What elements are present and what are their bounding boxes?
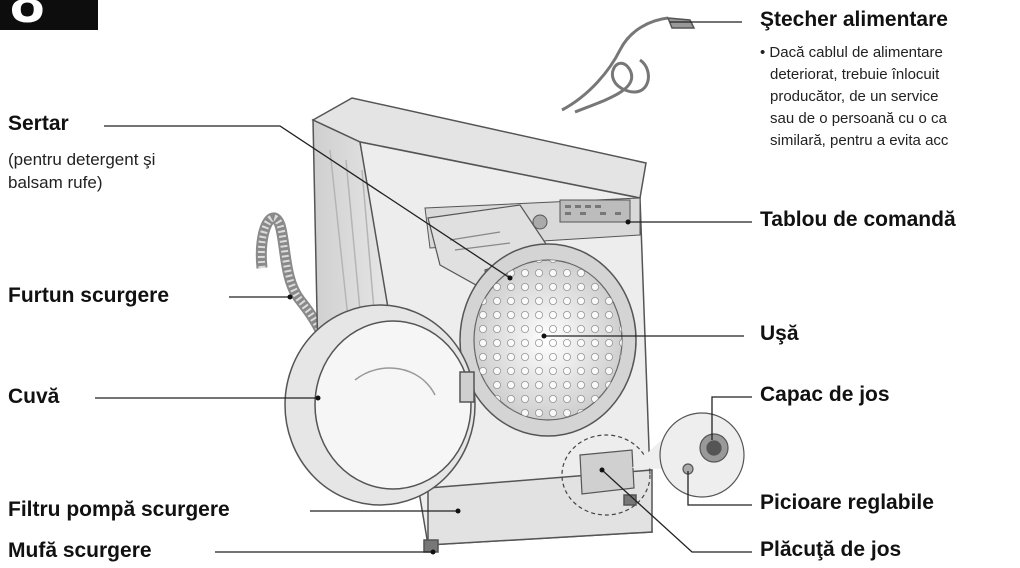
label-furtun-scurgere: Furtun scurgere	[8, 284, 170, 307]
drain-hose	[255, 212, 328, 338]
stecher-note-1: • Dacă cablul de alimentare	[760, 44, 943, 61]
leader-lines	[95, 21, 752, 553]
label-filtru-pompa: Filtru pompă scurgere	[8, 498, 230, 521]
leader-capac	[711, 396, 752, 440]
inset-detail	[632, 412, 745, 498]
label-placuta-de-jos: Plăcuţă de jos	[760, 538, 902, 561]
label-cuva: Cuvă	[8, 385, 60, 408]
lower-cover	[561, 434, 651, 516]
drum	[459, 243, 637, 437]
leader-placuta	[601, 469, 752, 553]
label-sertar-note-2: balsam rufe)	[8, 173, 103, 192]
label-mufa-scurgere: Mufă scurgere	[8, 539, 152, 562]
leader-picioare	[687, 471, 752, 506]
label-sertar: Sertar	[8, 112, 69, 135]
open-door	[284, 304, 476, 506]
label-usa: Uşă	[760, 322, 799, 345]
label-sertar-note-1: (pentru detergent şi	[8, 150, 156, 169]
power-cord	[561, 16, 696, 114]
stecher-note-3: producător, de un service	[770, 88, 939, 105]
stecher-note-5: similară, pentru a evita acc	[770, 132, 949, 149]
stecher-note-2: deteriorat, trebuie înlocuit	[770, 66, 940, 83]
label-stecher: Ştecher alimentare	[760, 8, 948, 31]
label-picioare-reglabile: Picioare reglabile	[760, 491, 934, 514]
leader-sertar	[104, 125, 511, 279]
section-number: 8	[10, 0, 44, 30]
stecher-note-4: sau de o persoană cu o ca	[770, 110, 947, 127]
label-tablou-comanda: Tablou de comandă	[760, 208, 956, 231]
label-capac-de-jos: Capac de jos	[760, 383, 890, 406]
section-number-badge: 8	[0, 0, 98, 30]
leader-dots	[287, 219, 631, 555]
